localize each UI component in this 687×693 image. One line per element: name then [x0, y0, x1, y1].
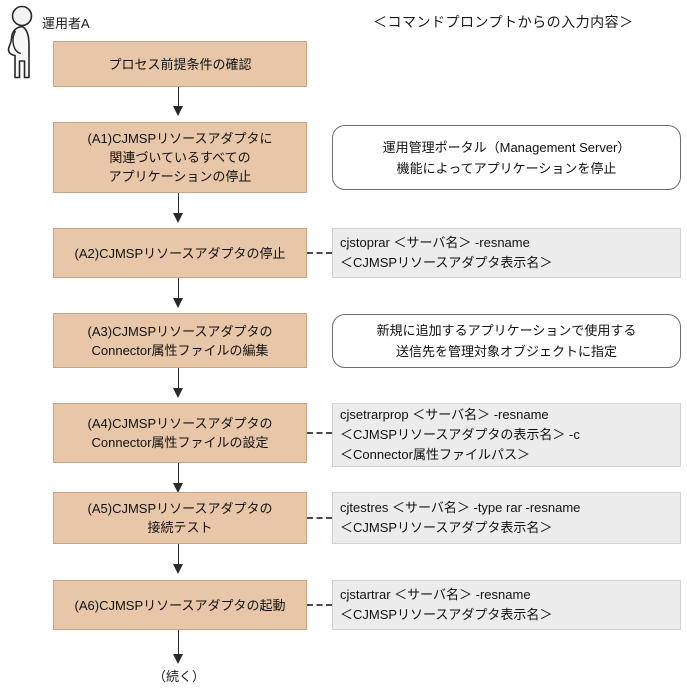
annotation-command-a2-text: cjstoprar ＜サーバ名＞ -resname＜CJMSPリソースアダプタ表…	[340, 235, 553, 270]
annotation-command-a2: cjstoprar ＜サーバ名＞ -resname＜CJMSPリソースアダプタ表…	[332, 228, 681, 278]
connector-start-to-a1	[178, 87, 179, 107]
dashed-connector-a6	[307, 604, 332, 606]
process-box-a6[interactable]: (A6)CJMSPリソースアダプタの起動	[53, 580, 307, 630]
arrowhead-a1-to-a2	[173, 213, 183, 223]
annotation-note-a1: 運用管理ポータル（Management Server）機能によってアプリケーショ…	[332, 125, 681, 190]
arrowhead-start-to-a1	[173, 106, 183, 116]
process-box-a2-text: (A2)CJMSPリソースアダプタの停止	[74, 245, 286, 261]
process-box-start-text: プロセス前提条件の確認	[108, 56, 252, 72]
annotation-command-a4: cjsetrarprop ＜サーバ名＞ -resname＜CJMSPリソースアダ…	[332, 403, 681, 467]
command-column-title: ＜コマンドプロンプトからの入力内容＞	[373, 14, 634, 30]
arrowhead-a2-to-a3	[173, 298, 183, 308]
arrowhead-a6-to-end	[173, 654, 183, 664]
connector-a4-to-a5	[178, 463, 179, 484]
annotation-note-a3-text: 新規に追加するアプリケーションで使用する送信先を管理対象オブジェクトに指定	[376, 323, 637, 359]
connector-a6-to-end	[178, 630, 179, 655]
annotation-command-a5: cjtestres ＜サーバ名＞ -type rar -resname＜CJMS…	[332, 492, 681, 544]
dashed-connector-a4	[307, 432, 332, 434]
process-box-a5-text: (A5)CJMSPリソースアダプタの接続テスト	[87, 501, 273, 535]
annotation-command-a4-text: cjsetrarprop ＜サーバ名＞ -resname＜CJMSPリソースアダ…	[340, 407, 580, 462]
annotation-command-a6: cjstartrar ＜サーバ名＞ -resname＜CJMSPリソースアダプタ…	[332, 580, 681, 630]
connector-a1-to-a2	[178, 193, 179, 214]
process-box-a5[interactable]: (A5)CJMSPリソースアダプタの接続テスト	[53, 492, 307, 544]
annotation-command-a6-text: cjstartrar ＜サーバ名＞ -resname＜CJMSPリソースアダプタ…	[340, 587, 553, 622]
actor-label: 運用者A	[42, 16, 90, 31]
arrowhead-a4-to-a5	[173, 483, 183, 493]
operator-person-icon	[7, 5, 33, 79]
process-box-a1-text: (A1)CJMSPリソースアダプタに関連づいているすべてのアプリケーションの停止	[87, 131, 273, 184]
process-box-start[interactable]: プロセス前提条件の確認	[53, 41, 307, 87]
continue-label: （続く）	[152, 669, 205, 684]
connector-a5-to-a6	[178, 544, 179, 565]
arrowhead-a3-to-a4	[173, 388, 183, 398]
dashed-connector-a2	[307, 252, 332, 254]
connector-a2-to-a3	[178, 278, 179, 299]
annotation-note-a1-text: 運用管理ポータル（Management Server）機能によってアプリケーショ…	[382, 139, 631, 176]
process-box-a6-text: (A6)CJMSPリソースアダプタの起動	[74, 597, 286, 613]
process-box-a2[interactable]: (A2)CJMSPリソースアダプタの停止	[53, 228, 307, 278]
connector-a3-to-a4	[178, 368, 179, 389]
arrowhead-a5-to-a6	[173, 564, 183, 574]
dashed-connector-a5	[307, 517, 332, 519]
annotation-note-a3: 新規に追加するアプリケーションで使用する送信先を管理対象オブジェクトに指定	[332, 314, 681, 368]
process-box-a1[interactable]: (A1)CJMSPリソースアダプタに関連づいているすべてのアプリケーションの停止	[53, 122, 307, 193]
annotation-command-a5-text: cjtestres ＜サーバ名＞ -type rar -resname＜CJMS…	[340, 500, 581, 535]
